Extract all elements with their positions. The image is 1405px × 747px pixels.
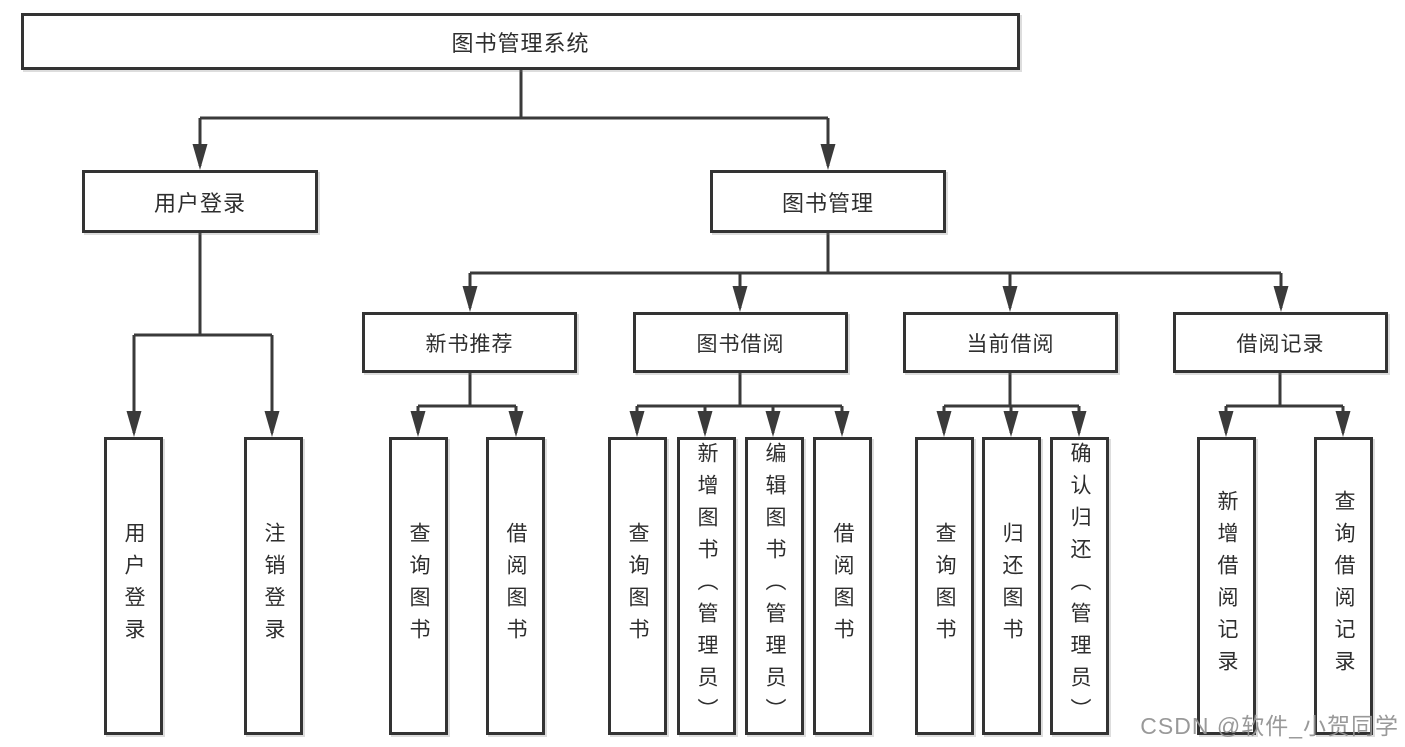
section-node-borrow-records: 借阅记录 xyxy=(1173,312,1388,373)
leaf-label: 借阅图书 xyxy=(504,522,527,650)
leaf-node-query-borrow-record: 查询借阅记录 xyxy=(1314,437,1373,735)
leaf-label: 查询图书 xyxy=(407,522,430,650)
leaf-label: 注销登录 xyxy=(262,522,285,650)
leaf-node-query-books-1: 查询图书 xyxy=(389,437,448,735)
leaf-label: 查询图书 xyxy=(626,522,649,650)
section-node-book-borrowing: 图书借阅 xyxy=(633,312,848,373)
leaf-label: 确认归还（管理员） xyxy=(1068,442,1091,730)
branch-node-user-login: 用户登录 xyxy=(82,170,318,233)
leaf-node-query-books-2: 查询图书 xyxy=(608,437,667,735)
leaf-label: 查询借阅记录 xyxy=(1332,490,1355,682)
leaf-node-query-books-3: 查询图书 xyxy=(915,437,974,735)
leaf-label: 查询图书 xyxy=(933,522,956,650)
leaf-label: 新增图书（管理员） xyxy=(695,442,718,730)
leaf-node-borrow-books-1: 借阅图书 xyxy=(486,437,545,735)
leaf-node-add-borrow-record: 新增借阅记录 xyxy=(1197,437,1256,735)
leaf-node-user-login: 用户登录 xyxy=(104,437,163,735)
leaf-node-return-books: 归还图书 xyxy=(982,437,1041,735)
leaf-label: 借阅图书 xyxy=(831,522,854,650)
leaf-node-add-books-admin: 新增图书（管理员） xyxy=(677,437,736,735)
leaf-node-borrow-books-2: 借阅图书 xyxy=(813,437,872,735)
leaf-node-edit-books-admin: 编辑图书（管理员） xyxy=(745,437,804,735)
section-node-new-book-recommend: 新书推荐 xyxy=(362,312,577,373)
csdn-watermark: CSDN @软件_小贺同学 xyxy=(1140,713,1399,739)
leaf-label: 用户登录 xyxy=(122,522,145,650)
leaf-node-confirm-return-admin: 确认归还（管理员） xyxy=(1050,437,1109,735)
section-node-current-borrowing: 当前借阅 xyxy=(903,312,1118,373)
leaf-label: 编辑图书（管理员） xyxy=(763,442,786,730)
root-node-library-system: 图书管理系统 xyxy=(21,13,1020,70)
leaf-label: 归还图书 xyxy=(1000,522,1023,650)
branch-node-book-management: 图书管理 xyxy=(710,170,946,233)
leaf-label: 新增借阅记录 xyxy=(1215,490,1238,682)
leaf-node-logout: 注销登录 xyxy=(244,437,303,735)
